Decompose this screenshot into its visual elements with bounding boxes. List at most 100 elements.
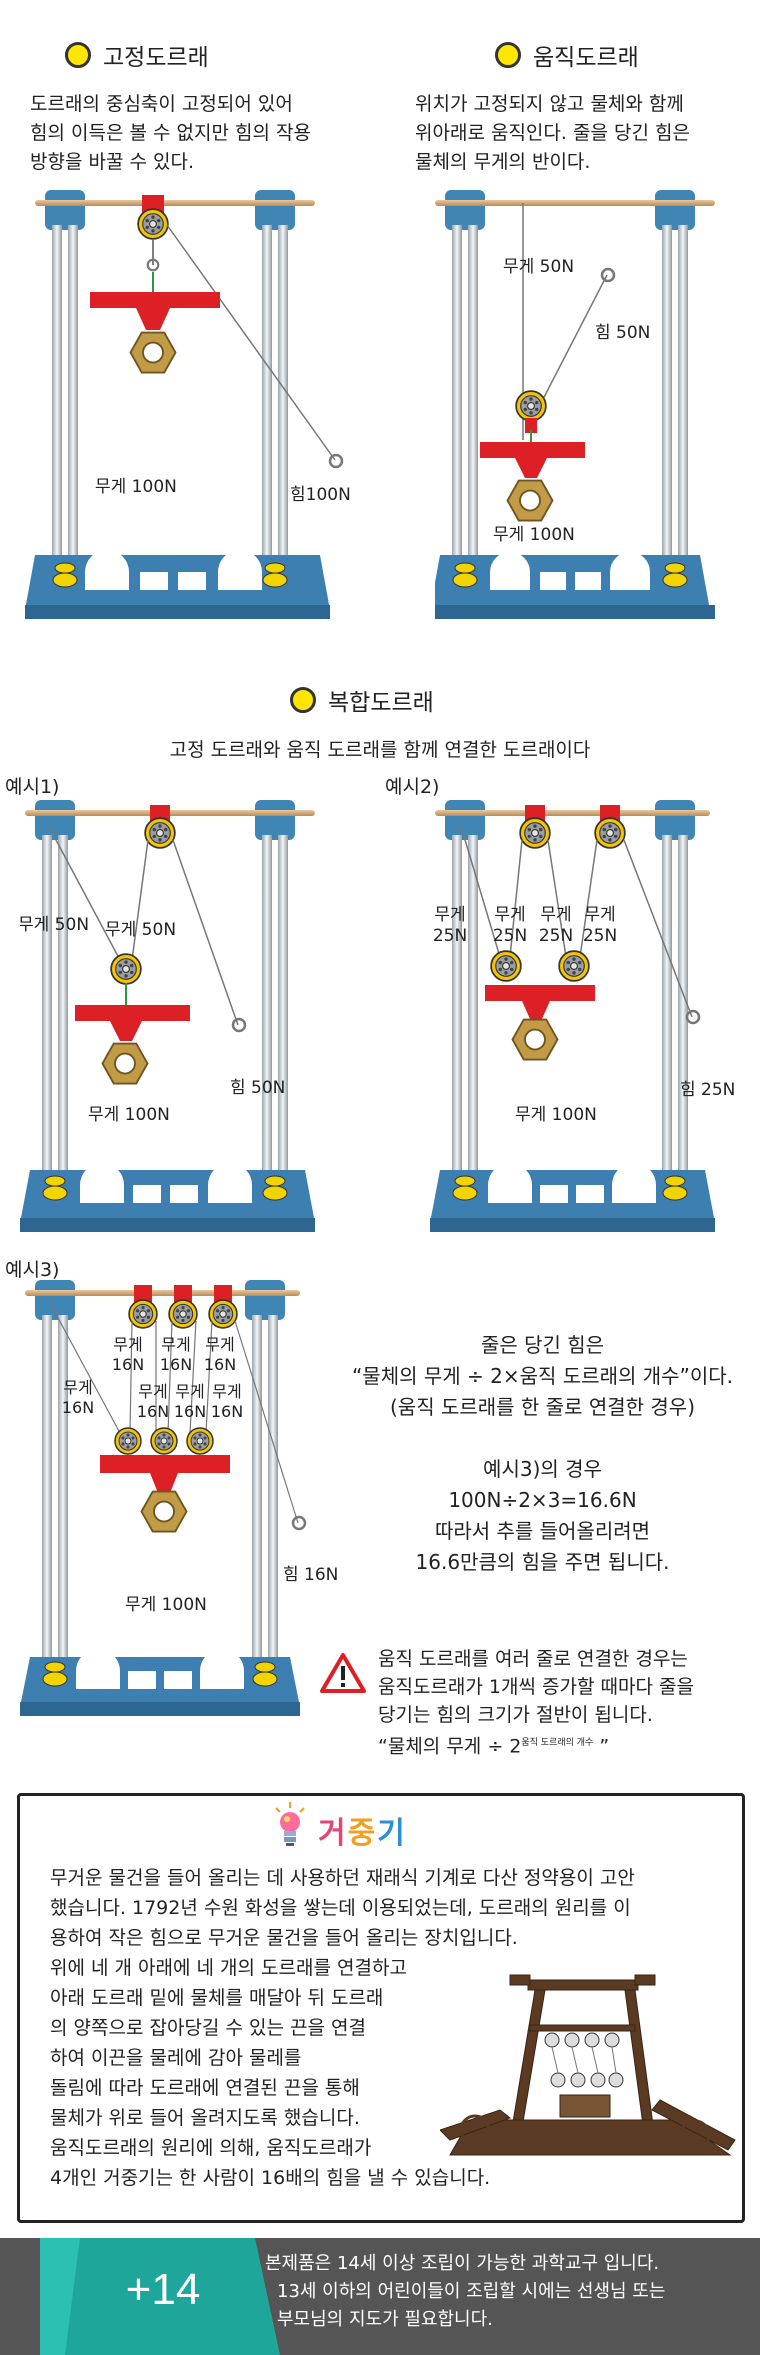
movable-pulley-wheel-icon xyxy=(515,390,547,422)
example2-illustration: 무게 25N 무게 25N 무게 25N 무게 25N 힘 25N 무게 100… xyxy=(430,800,735,1232)
movable-pulley-illustration: 무게 50N 힘 50N 무게 100N xyxy=(435,190,715,619)
formula-prefix: “물체의 무게 ÷ 2 xyxy=(378,1735,522,1758)
rope-label: 무게 xyxy=(540,905,571,925)
geojunggi-paragraph-1: 무거운 물건을 들어 올리는 데 사용하던 재래식 기계로 다산 정약용이 고안… xyxy=(50,1863,730,1953)
rope-value: 25N xyxy=(433,926,467,946)
fixed-pulley-title: 고정도르래 xyxy=(103,45,209,71)
weight-hanger xyxy=(485,985,595,1019)
geojunggi-crane-illustration xyxy=(440,1974,736,2156)
top-bar xyxy=(435,200,715,206)
nut-weight-icon xyxy=(129,331,177,374)
base-plate xyxy=(20,1163,315,1232)
weight-label: 무게 100N xyxy=(515,1105,597,1125)
weight-label: 무게 100N xyxy=(493,525,575,545)
fixed-pulley-wheel-icon xyxy=(208,1299,238,1329)
rope-right-label: 무게 50N xyxy=(105,920,176,940)
notice-line: 부모님의 지도가 필요합니다. xyxy=(277,2309,493,2330)
movable-pulley-wheel-icon xyxy=(558,950,590,982)
geojunggi-title: 거중기 xyxy=(318,1808,407,1852)
rope-label: 무게 xyxy=(175,1382,204,1401)
compound-pulley-heading: 복합도르래 xyxy=(290,683,434,717)
rope xyxy=(47,824,121,961)
force-label: 힘 16N xyxy=(283,1565,338,1585)
paragraph-line: 용하여 작은 힘으로 무거운 물건을 들어 올리는 장치입니다. xyxy=(50,1927,518,1949)
nut-weight-icon xyxy=(101,1042,149,1085)
compound-pulley-title: 복합도르래 xyxy=(328,690,434,716)
movable-pulley-wheel-icon xyxy=(150,1427,178,1455)
title-letter: 거 xyxy=(318,1816,348,1851)
formula-line: “물체의 무게 ÷ 2×움직 도르래의 개수”이다. xyxy=(351,1364,734,1388)
warning-icon xyxy=(320,1653,366,1693)
movable-pulley-description: 위치가 고정되지 않고 물체와 함께 위아래로 움직인다. 줄을 당긴 힘은 물… xyxy=(415,90,690,177)
nut-weight-icon xyxy=(140,1490,188,1533)
force-label: 힘 50N xyxy=(230,1078,285,1098)
paragraph-line: 아래 도르래 밑에 물체를 매달아 뒤 도르래 xyxy=(50,1987,384,2009)
rope-value: 16N xyxy=(211,1402,243,1421)
geojunggi-box xyxy=(17,1793,745,2223)
paragraph-line: 돌림에 따라 도르래에 연결된 끈을 통해 xyxy=(50,2077,360,2099)
rope-label: 무게 xyxy=(494,905,525,925)
weight-hanger xyxy=(100,1455,230,1493)
paragraph-line: 움직도르래의 원리에 의해, 움직도르래가 xyxy=(50,2137,372,2159)
desc-line: 물체의 무게의 반이다. xyxy=(415,151,591,173)
bullet-dot-icon xyxy=(65,42,91,68)
rope-value: 16N xyxy=(112,1355,144,1374)
base-plate xyxy=(20,1649,300,1716)
formula-line: 100N÷2×3=16.6N xyxy=(448,1488,637,1512)
example3-label: 예시3) xyxy=(5,1259,60,1281)
pull-ring-icon xyxy=(231,1017,247,1033)
formula-line: 예시3)의 경우 xyxy=(483,1457,602,1481)
weight-hanger xyxy=(480,442,585,478)
rope-value: 25N xyxy=(583,926,617,946)
rope xyxy=(539,274,608,406)
geojunggi-title-text: 거중기 xyxy=(318,1816,407,1851)
title-letter: 중 xyxy=(347,1816,378,1851)
movable-pulley-wheel-icon xyxy=(490,950,522,982)
example1-illustration: 무게 50N 무게 50N 힘 50N 무게 100N xyxy=(20,800,315,1232)
rope-label: 무게 xyxy=(138,1382,167,1401)
weight-label: 무게 100N xyxy=(95,477,177,497)
rope-label: 무게 50N xyxy=(503,257,574,277)
lightbulb-icon xyxy=(275,1802,305,1846)
rope-value: 25N xyxy=(493,926,527,946)
paragraph-line: 4개인 거중기는 한 사람이 16배의 힘을 낼 수 있습니다. xyxy=(50,2167,491,2189)
warning-line: 움직 도르래를 여러 줄로 연결한 경우는 xyxy=(378,1648,688,1670)
fixed-pulley-wheel-icon xyxy=(519,817,551,849)
desc-line: 힘의 이득은 볼 수 없지만 힘의 작용 xyxy=(30,122,311,144)
pulley-frame xyxy=(25,190,330,619)
example2-label: 예시2) xyxy=(385,776,440,798)
pulley-frame xyxy=(430,800,715,1232)
top-bar xyxy=(35,200,315,206)
rope-label: 무게 xyxy=(584,905,615,925)
rope-label: 무게 xyxy=(161,1335,190,1354)
desc-line: 도르래의 중심축이 고정되어 있어 xyxy=(30,93,293,115)
geojunggi-paragraph-2: 위에 네 개 아래에 네 개의 도르래를 연결하고 아래 도르래 밑에 물체를 … xyxy=(50,1953,730,2193)
fixed-pulley-wheel-icon xyxy=(594,817,626,849)
footer-notice: 본제품은 14세 이상 조립이 가능한 과학교구 입니다. 13세 이하의 어린… xyxy=(265,2250,665,2334)
rope-value: 16N xyxy=(62,1398,94,1417)
paragraph-line: 위에 네 개 아래에 네 개의 도르래를 연결하고 xyxy=(50,1957,407,1979)
rope-label: 무게 xyxy=(113,1335,142,1354)
pull-ring-icon xyxy=(328,453,344,469)
compound-pulley-subtitle: 고정 도르래와 움직 도르래를 함께 연결한 도르래이다 xyxy=(169,739,591,761)
age-badge xyxy=(40,2238,280,2355)
movable-pulley-title: 움직도르래 xyxy=(533,45,639,71)
force-label: 힘100N xyxy=(290,485,350,505)
rope-value: 16N xyxy=(174,1402,206,1421)
rope-value: 16N xyxy=(204,1355,236,1374)
formula-suffix: ” xyxy=(593,1735,610,1758)
example1-label: 예시1) xyxy=(5,776,60,798)
bullet-dot-icon xyxy=(495,42,521,68)
fixed-pulley-wheel-icon xyxy=(128,1299,158,1329)
paragraph-line: 하여 이끈을 물레에 감아 물레를 xyxy=(50,2047,302,2069)
formula-exponent: 움직 도르래의 개수 xyxy=(521,1738,594,1748)
pull-ring-icon xyxy=(685,1009,701,1025)
base-plate xyxy=(435,552,715,619)
movable-pulley-wheel-icon xyxy=(114,1427,142,1455)
nut-weight-icon xyxy=(511,1018,559,1061)
paragraph-line: 의 양쪽으로 잡아당길 수 있는 끈을 연결 xyxy=(50,2017,366,2039)
formula-explanation: 줄은 당긴 힘은 “물체의 무게 ÷ 2×움직 도르래의 개수”이다. (움직 … xyxy=(325,1330,760,1578)
rope-label: 무게 xyxy=(205,1335,234,1354)
formula-line: 줄은 당긴 힘은 xyxy=(480,1333,605,1357)
warning-line: 움직도르래가 1개씩 증가할 때마다 줄을 xyxy=(378,1676,694,1698)
